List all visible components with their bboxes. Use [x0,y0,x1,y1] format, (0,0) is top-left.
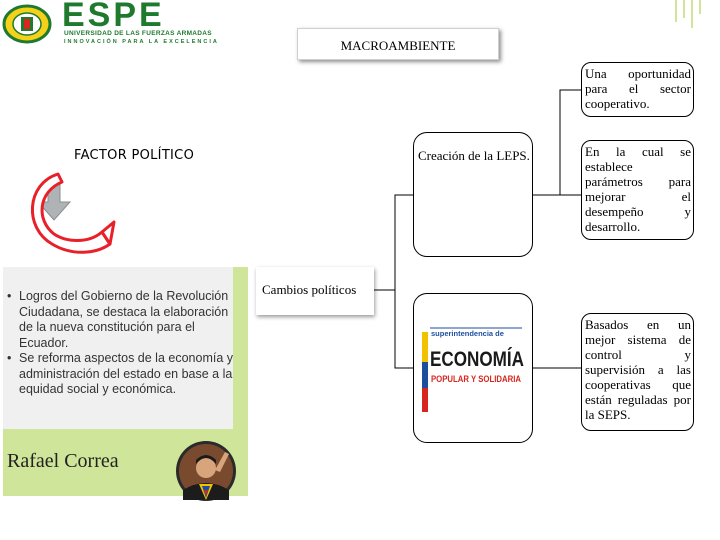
bullet-mark: • [7,289,12,303]
left-panel: • Logros del Gobierno de la Revolución Ci… [3,267,248,501]
bullet-text: Logros del Gobierno de la Revolución Ciu… [19,289,229,350]
bullet-text: Se reforma aspectos de la economía y adm… [19,351,234,396]
bullet-mark: • [7,351,12,365]
right-box-text: Basados en un mejor sistema de control y… [585,317,691,422]
right-box-control: Basados en un mejor sistema de control y… [581,313,694,431]
right-box-text: En la cual se establece parámetros para … [585,144,691,234]
seps-logo-line1: superintendencia de [431,329,504,338]
person-name: Rafael Correa [7,450,119,472]
portrait-icon [176,441,236,501]
right-box-oportunidad: Una oportunidad para el sector cooperati… [581,62,694,117]
name-band: Rafael Correa [3,429,248,501]
cambios-box: Cambios políticos [256,267,374,315]
factor-heading: FACTOR POLÍTICO [74,148,195,163]
university-seal-icon [2,4,52,44]
right-box-parametros: En la cual se establece parámetros para … [581,140,694,240]
university-name: UNIVERSIDAD DE LAS FUERZAS ARMADAS [64,30,212,37]
creacion-box: Creación de la LEPS. [413,132,533,257]
title-box: MACROAMBIENTE [297,28,499,60]
seps-logo-line2: ECONOMÍA [430,348,524,371]
seps-logo-line3: POPULAR Y SOLIDARIA [431,374,521,385]
green-strip [233,267,248,429]
seps-logo-icon: superintendencia de ECONOMÍA POPULAR Y S… [422,327,524,412]
creacion-text: Creación de la LEPS. [418,148,530,163]
list-item: • Se reforma aspectos de la economía y ad… [7,351,239,398]
seps-box: superintendencia de ECONOMÍA POPULAR Y S… [413,293,533,443]
list-item: • Logros del Gobierno de la Revolución Ci… [7,289,239,351]
espe-wordmark: ESPE [62,0,165,34]
page-title: MACROAMBIENTE [340,38,456,53]
espe-logo: ESPE UNIVERSIDAD DE LAS FUERZAS ARMADAS … [2,0,242,46]
university-motto: INNOVACIÓN PARA LA EXCELENCIA [64,39,219,45]
decorative-lines [675,0,701,28]
curved-arrow-icon [30,172,116,254]
right-box-text: Una oportunidad para el sector cooperati… [585,66,691,111]
bullet-list: • Logros del Gobierno de la Revolución Ci… [7,289,239,398]
cambios-label: Cambios políticos [262,282,357,297]
